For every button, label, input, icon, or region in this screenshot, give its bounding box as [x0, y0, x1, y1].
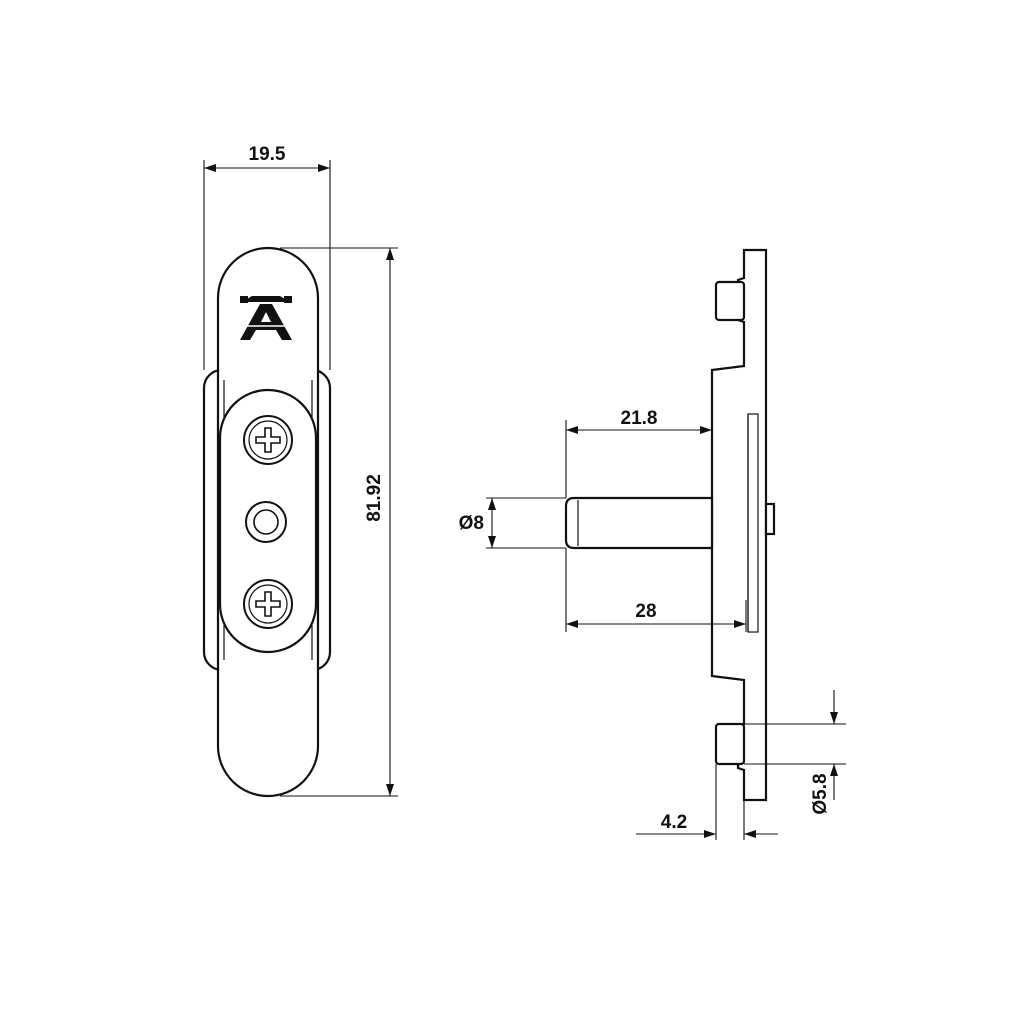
handle-width-label: 19.5	[249, 144, 286, 165]
pin-offset-label: 4.2	[661, 812, 687, 833]
width-dimension: 19.5	[203, 144, 331, 370]
phillips-screw-icon	[243, 415, 293, 465]
lower-pin	[714, 722, 746, 766]
spindle-length-dimension: 21.8	[565, 408, 712, 498]
phillips-screw-icon	[243, 579, 293, 629]
spindle	[564, 496, 714, 550]
height-dimension: 81.92	[280, 247, 398, 797]
brand-logo-icon	[240, 296, 292, 340]
handle-height-label: 81.92	[364, 474, 385, 522]
spindle-length-label: 21.8	[621, 408, 658, 429]
total-length-dimension: 28	[565, 548, 747, 632]
pin-offset-dimension: 4.2	[636, 764, 778, 840]
total-length-label: 28	[635, 601, 656, 622]
spindle-diameter-dimension: Ø8	[459, 497, 566, 549]
pin-diameter-dimension: Ø5.8	[744, 690, 846, 815]
spindle-diameter-label: Ø8	[459, 513, 484, 534]
pin-diameter-label: Ø5.8	[810, 773, 831, 814]
front-view: 19.5 81.92	[202, 144, 398, 798]
center-hole-icon	[245, 501, 287, 543]
side-view: 21.8 Ø8 28 4.2	[459, 248, 846, 840]
upper-pin	[714, 280, 746, 322]
